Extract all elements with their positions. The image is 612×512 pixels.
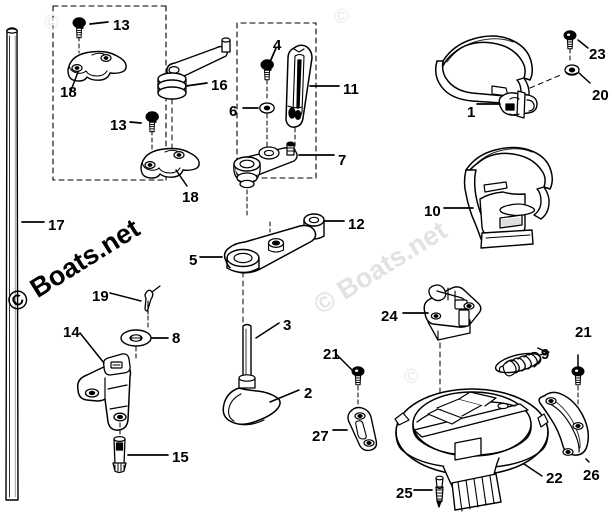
callout-7: 7 — [338, 152, 347, 169]
callout-13-lower: 13 — [110, 117, 127, 134]
callout-3: 3 — [283, 317, 292, 334]
callout-27: 27 — [312, 428, 329, 445]
callout-13-upper: 13 — [113, 17, 130, 34]
callout-21-left: 21 — [323, 346, 340, 363]
callout-17: 17 — [48, 217, 65, 234]
callout-22: 22 — [546, 470, 563, 487]
callout-10: 10 — [424, 203, 441, 220]
callout-6: 6 — [229, 103, 238, 120]
callout-21-right: 21 — [575, 324, 592, 341]
callout-24: 24 — [381, 308, 398, 325]
callout-20: 20 — [592, 87, 609, 104]
callout-15: 15 — [172, 449, 189, 466]
callout-8: 8 — [172, 330, 181, 347]
callout-1: 1 — [467, 104, 476, 121]
callout-18-upper: 18 — [60, 84, 77, 101]
callout-5: 5 — [189, 252, 198, 269]
callout-25: 25 — [396, 485, 413, 502]
callout-11: 11 — [343, 81, 359, 98]
callout-16: 16 — [211, 77, 228, 94]
callout-2: 2 — [304, 385, 313, 402]
callout-19: 19 — [92, 288, 109, 305]
callout-26: 26 — [583, 467, 600, 484]
callout-23: 23 — [589, 46, 606, 63]
callout-4: 4 — [273, 37, 282, 54]
callout-9: 9 — [541, 346, 550, 363]
callout-14: 14 — [63, 324, 80, 341]
callout-18-lower: 18 — [182, 189, 199, 206]
callout-12: 12 — [348, 216, 365, 233]
